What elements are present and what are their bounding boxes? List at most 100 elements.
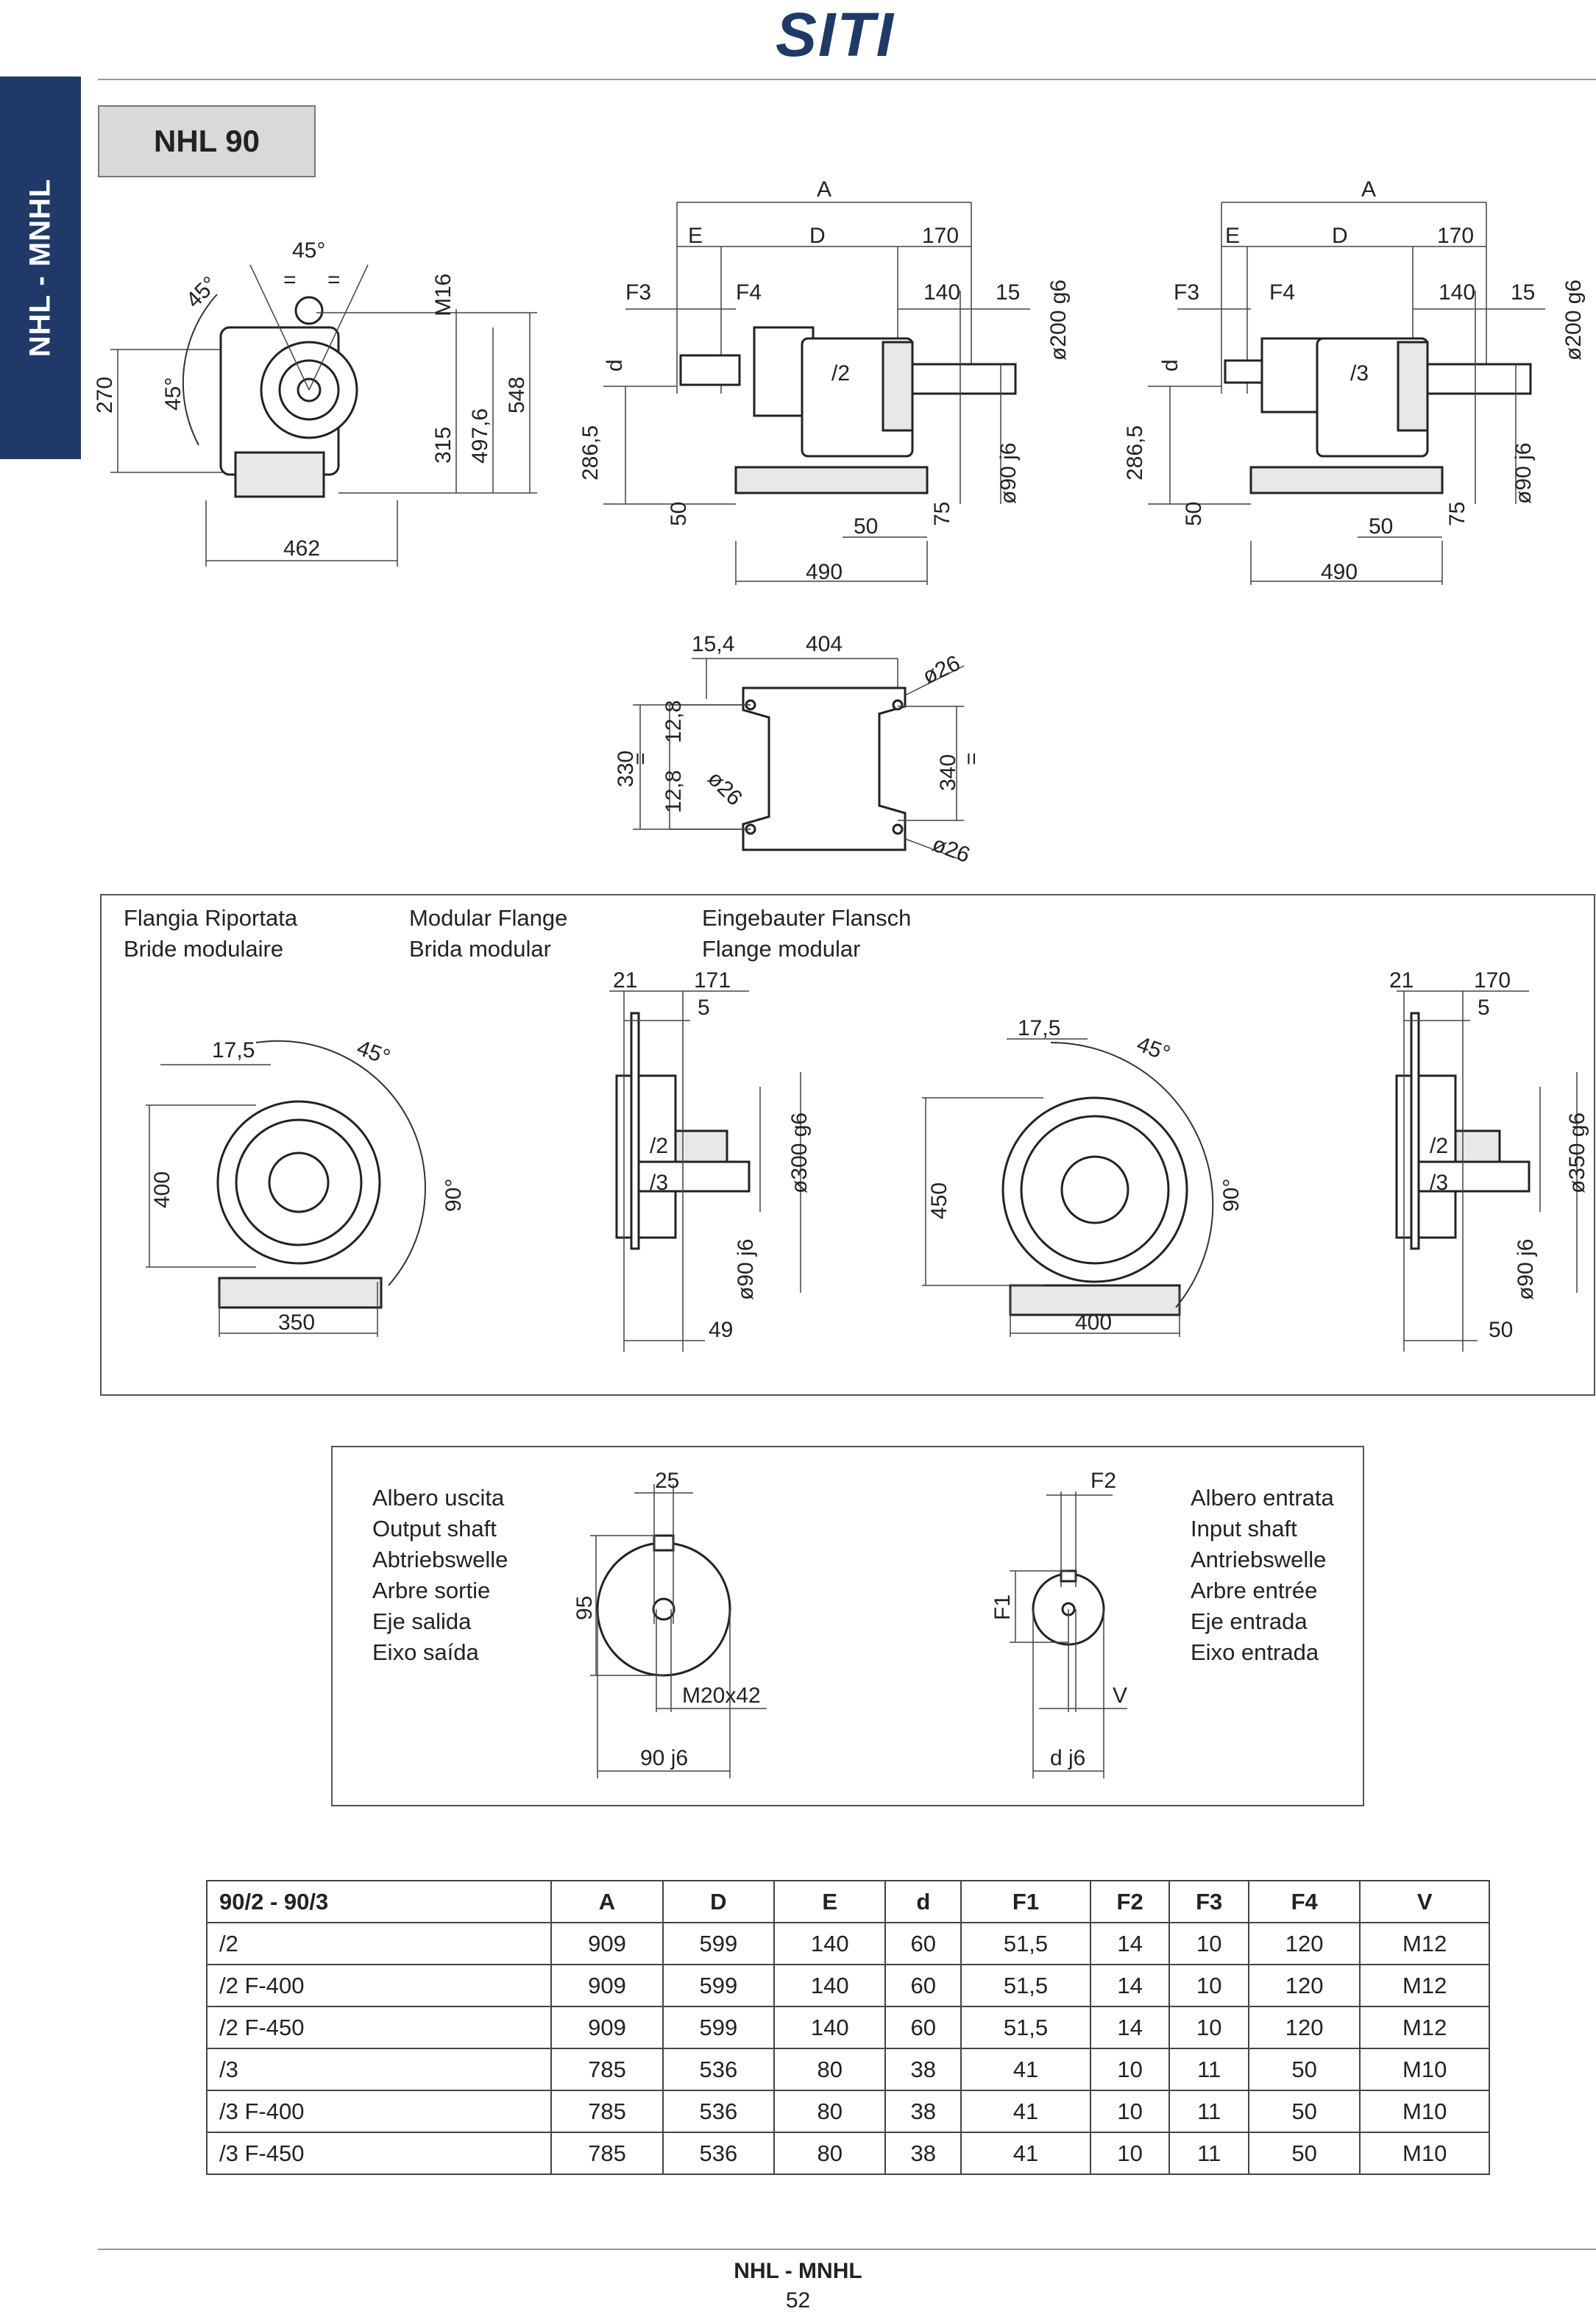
f450-label-dia350: ø350 g6 xyxy=(1565,1113,1589,1193)
flange-title-col3: Eingebauter Flansch Flange modular xyxy=(702,903,911,965)
brand-text: SITI xyxy=(776,4,895,62)
f400-label-90deg: 90° xyxy=(441,1179,466,1212)
front-label-2: 45° xyxy=(182,272,222,313)
table-cell: M12 xyxy=(1359,1922,1490,1965)
foot-label-2: 404 xyxy=(806,632,843,656)
output-line-6: Eixo saída xyxy=(372,1639,479,1665)
side2-label-F4: F4 xyxy=(736,280,762,305)
table-cell: /2 xyxy=(205,1922,553,1965)
side2-label-d: d xyxy=(603,359,627,372)
table-row: /3 F-450 785 536 80 38 41 10 11 50 M10 xyxy=(205,2132,1490,2175)
front-label-3: 45° xyxy=(161,377,185,411)
side3-label-D: D xyxy=(1332,224,1348,248)
side2-label-A: A xyxy=(817,177,831,202)
table-cell: 38 xyxy=(884,2132,962,2175)
side2-label-2865: 286,5 xyxy=(578,425,603,480)
side2-label-140: 140 xyxy=(923,280,960,305)
table-cell: 120 xyxy=(1247,1964,1361,2007)
f400-label-175: 17,5 xyxy=(212,1038,255,1062)
side2-label-D: D xyxy=(809,224,826,248)
side3-label-2865: 286,5 xyxy=(1123,425,1147,480)
model-title: NHL 90 xyxy=(154,124,260,158)
f400-label-171: 171 xyxy=(694,969,731,993)
side2-label-75: 75 xyxy=(930,502,954,526)
side3-label-dia200: ø200 g6 xyxy=(1561,280,1586,361)
side2-label-50b: 50 xyxy=(854,514,878,539)
output-label-m20: M20x42 xyxy=(682,1683,761,1708)
table-cell: 10 xyxy=(1089,2048,1171,2091)
side3-label-F4: F4 xyxy=(1269,280,1295,305)
input-line-2: Input shaft xyxy=(1191,1516,1297,1541)
table-header: d xyxy=(884,1880,962,1923)
side2-label-490: 490 xyxy=(806,560,843,584)
f450-label-st3: /3 xyxy=(1430,1171,1448,1195)
output-line-1: Albero uscita xyxy=(372,1485,505,1511)
table-cell: /3 xyxy=(205,2048,553,2091)
table-cell: 38 xyxy=(884,2048,962,2091)
table-header: F1 xyxy=(960,1880,1091,1923)
table-row: /3 785 536 80 38 41 10 11 50 M10 xyxy=(205,2048,1490,2091)
side-tab-label: NHL - MNHL xyxy=(24,178,57,358)
f450-label-90deg: 90° xyxy=(1219,1179,1244,1212)
table-cell: 10 xyxy=(1089,2132,1171,2175)
side-tab: NHL - MNHL xyxy=(0,77,81,459)
table-header: A xyxy=(550,1880,664,1923)
table-cell: /2 F-400 xyxy=(205,1964,553,2007)
table-cell: 599 xyxy=(662,1964,776,2007)
modular-flange-panel: Flangia Riportata Bride modulaire Modula… xyxy=(100,894,1595,1396)
table-cell: 11 xyxy=(1168,2048,1249,2091)
foot-label-9: ø26 xyxy=(929,832,973,868)
input-shaft-text: Albero entrata Input shaft Antriebswelle… xyxy=(1191,1483,1334,1668)
table-cell: 120 xyxy=(1247,2006,1361,2049)
table-cell: 909 xyxy=(550,1922,664,1965)
foot-label-6: 12,8 xyxy=(662,770,686,813)
table-cell: 60 xyxy=(884,1964,962,2007)
front-label-5: = xyxy=(327,268,341,292)
table-cell: 10 xyxy=(1168,2006,1249,2049)
table-cell: 50 xyxy=(1247,2132,1361,2175)
table-cell: 599 xyxy=(662,2006,776,2049)
side2-label-dia200: ø200 g6 xyxy=(1046,280,1071,361)
side2-label-F3: F3 xyxy=(625,280,651,305)
flange-title-es: Brida modular xyxy=(409,936,551,962)
table-cell: M10 xyxy=(1359,2132,1490,2175)
input-line-1: Albero entrata xyxy=(1191,1485,1334,1511)
output-label-90j6: 90 j6 xyxy=(640,1746,688,1770)
side3-label-50b: 50 xyxy=(1369,514,1393,539)
table-cell: M12 xyxy=(1359,2006,1490,2049)
side3-label-E: E xyxy=(1225,224,1240,248)
side3-label-50a: 50 xyxy=(1182,502,1206,526)
table-cell: 80 xyxy=(773,2132,887,2175)
header-rule xyxy=(98,79,1596,80)
front-label-1: 45° xyxy=(292,238,325,263)
table-cell: /3 F-400 xyxy=(205,2090,553,2133)
table-cell: 41 xyxy=(960,2132,1091,2175)
flange-450-side: 21 170 5 /2 /3 ø350 g6 ø90 j6 50 xyxy=(1389,969,1589,1352)
flange-title-pt: Flange modular xyxy=(702,936,861,962)
table-cell: 14 xyxy=(1089,1964,1171,2007)
table-cell: 60 xyxy=(884,2006,962,2049)
front-label-11: 462 xyxy=(283,536,320,561)
shaft-panel: Albero uscita Output shaft Abtriebswelle… xyxy=(331,1446,1364,1806)
flange-title-de: Eingebauter Flansch xyxy=(702,905,912,931)
side3-label-490: 490 xyxy=(1321,560,1358,584)
side3-label-d: d xyxy=(1158,359,1182,372)
side2-label-dia90: ø90 j6 xyxy=(996,443,1021,504)
table-cell: /2 F-450 xyxy=(205,2006,553,2049)
input-shaft-drawing: F2 F1 V d j6 xyxy=(990,1469,1127,1778)
dimensions-table: 90/2 - 90/3 A D E d F1 F2 F3 F4 V /2 909… xyxy=(205,1880,1490,2175)
side2-label-stage: /2 xyxy=(831,361,850,386)
table-cell: 51,5 xyxy=(960,1922,1091,1965)
side-view-2: A E D 170 F3 F4 140 15 ø200 g6 d /2 286,… xyxy=(578,177,1071,585)
table-header: 90/2 - 90/3 xyxy=(205,1880,553,1923)
table-cell: 140 xyxy=(773,1964,887,2007)
foot-label-11: = xyxy=(628,752,653,765)
output-shaft-text: Albero uscita Output shaft Abtriebswelle… xyxy=(372,1483,508,1668)
input-line-6: Eixo entrada xyxy=(1191,1639,1319,1665)
table-row: /2 909 599 140 60 51,5 14 10 120 M12 xyxy=(205,1922,1490,1965)
f400-label-dia90: ø90 j6 xyxy=(734,1239,758,1300)
table-cell: M10 xyxy=(1359,2090,1490,2133)
output-line-4: Arbre sortie xyxy=(372,1578,491,1603)
table-cell: 536 xyxy=(662,2048,776,2091)
output-line-5: Eje salida xyxy=(372,1608,472,1634)
